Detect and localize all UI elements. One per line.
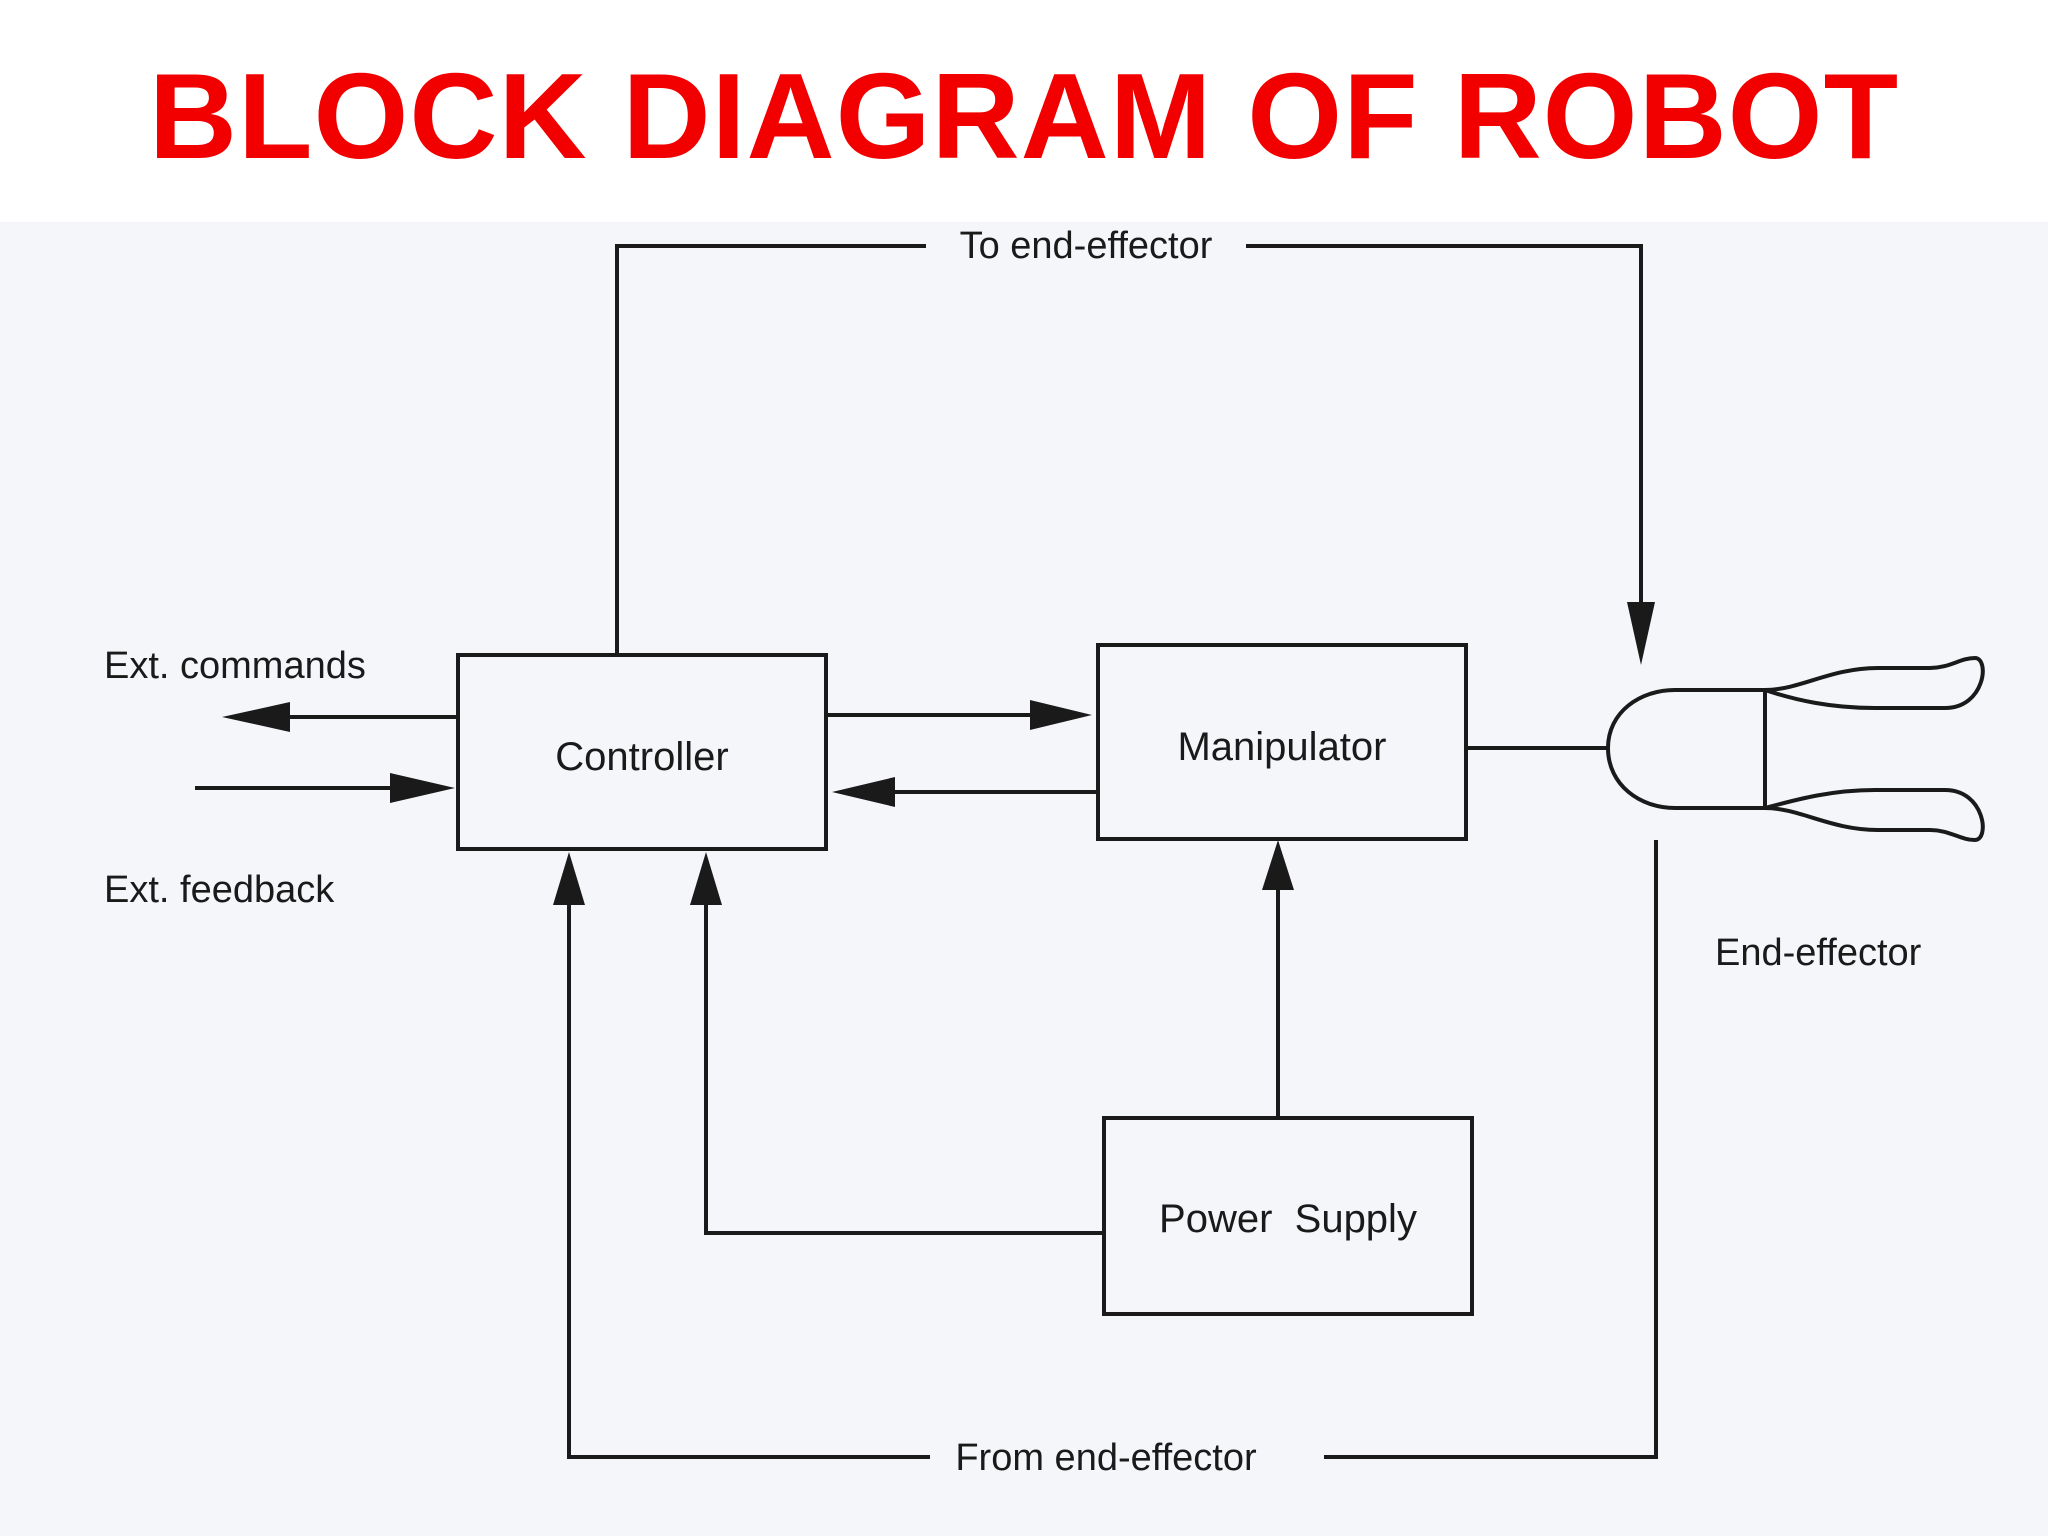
arrow-up-into-manipulator xyxy=(1262,840,1294,890)
power-supply-block xyxy=(1102,1116,1474,1316)
controller-block xyxy=(456,653,828,851)
arrow-up-into-controller-right xyxy=(690,852,722,905)
from-end-effector-line xyxy=(1324,840,1658,1459)
power-supply-label: Power Supply xyxy=(1159,1197,1417,1241)
controller-label: Controller xyxy=(555,735,728,779)
to-end-effector-label: To end-effector xyxy=(960,225,1213,267)
arrow-right-into-manipulator xyxy=(1030,700,1092,730)
arrow-right-ext-feedback xyxy=(390,773,455,803)
arrow-left-ext-commands xyxy=(222,702,290,732)
to-end-effector-line xyxy=(615,244,926,655)
slide-title: BLOCK DIAGRAM OF ROBOT xyxy=(148,48,1900,184)
power-to-controller-line xyxy=(704,900,1104,1235)
end-effector-label: End-effector xyxy=(1715,932,1922,974)
scanned-figure-background xyxy=(0,222,2048,1536)
manipulator-label: Manipulator xyxy=(1177,725,1386,769)
ext-feedback-label: Ext. feedback xyxy=(104,869,335,911)
manipulator-block xyxy=(1096,643,1468,841)
arrow-down-to-end-effector xyxy=(1627,602,1655,665)
ext-commands-label: Ext. commands xyxy=(104,645,366,687)
from-end-effector-line-left xyxy=(567,900,930,1459)
to-end-effector-line-right xyxy=(1246,244,1643,610)
arrow-up-into-controller-left xyxy=(553,852,585,905)
end-effector-gripper xyxy=(1605,655,1985,843)
arrow-left-into-controller xyxy=(832,777,895,807)
from-end-effector-label: From end-effector xyxy=(955,1437,1257,1479)
